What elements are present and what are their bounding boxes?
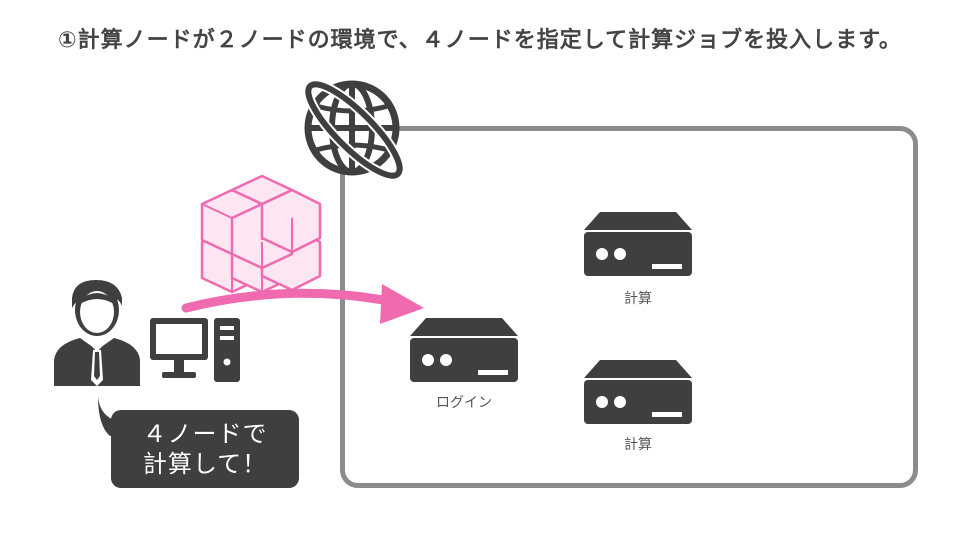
server-icon <box>410 318 518 382</box>
speech-bubble-line: 計算して！ <box>142 450 268 478</box>
arrow-icon <box>181 284 424 324</box>
page-title: ①計算ノードが２ノードの環境で、４ノードを指定して計算ジョブを投入します。 <box>58 28 902 53</box>
speech-bubble-line: ４ノードで <box>142 420 268 448</box>
job-cubes-icon <box>200 174 322 294</box>
user-icon <box>54 280 140 386</box>
cluster-boundary <box>340 126 918 488</box>
globe-icon <box>303 79 405 181</box>
compute-node-label: 計算 <box>624 291 652 307</box>
compute-node-label: 計算 <box>624 437 652 453</box>
login-node-label: ログイン <box>436 395 492 411</box>
speech-bubble: ４ノードで 計算して！ <box>111 410 299 488</box>
server-icon <box>584 212 692 276</box>
server-icon <box>584 360 692 424</box>
desktop-pc-icon <box>150 318 240 382</box>
